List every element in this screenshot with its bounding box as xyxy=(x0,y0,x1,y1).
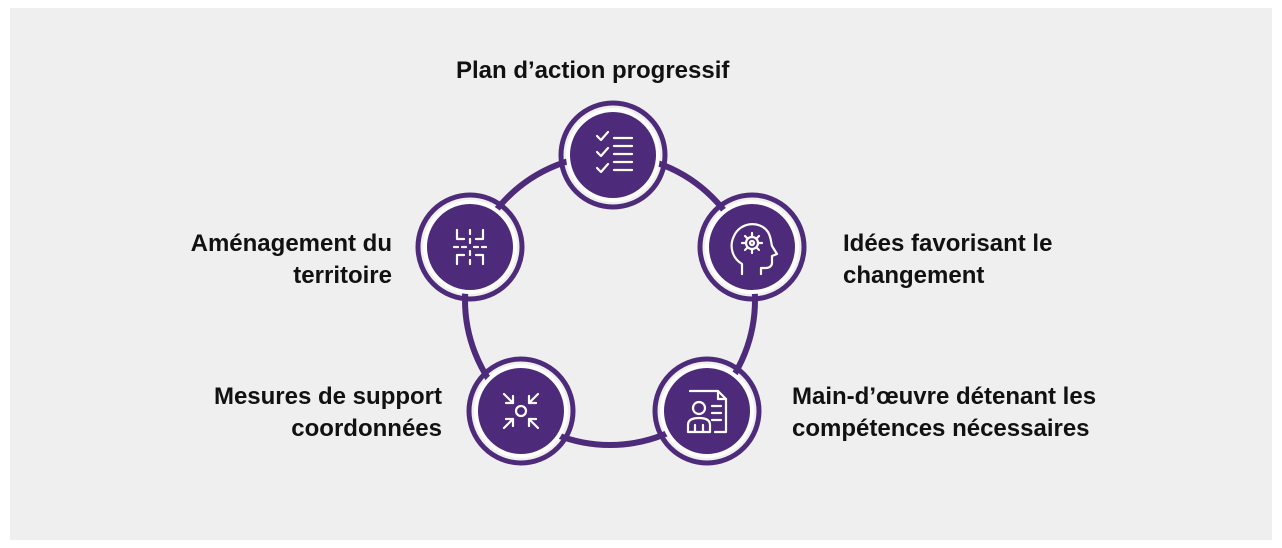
node-mesures xyxy=(466,356,576,466)
node-amenagement xyxy=(415,192,525,302)
label-plan: Plan d’action progressif xyxy=(456,57,730,84)
diagram-panel xyxy=(10,8,1272,540)
label-mesures: Mesures de support coordonnées xyxy=(213,383,442,442)
label-amenagement: Aménagement du territoire xyxy=(190,230,392,289)
node-idees xyxy=(697,192,807,302)
node-main xyxy=(652,356,762,466)
label-main: Main-d’œuvre détenant les compétences né… xyxy=(792,383,1097,442)
label-idees: Idées favorisant le changement xyxy=(843,230,1053,289)
node-plan xyxy=(558,100,668,210)
